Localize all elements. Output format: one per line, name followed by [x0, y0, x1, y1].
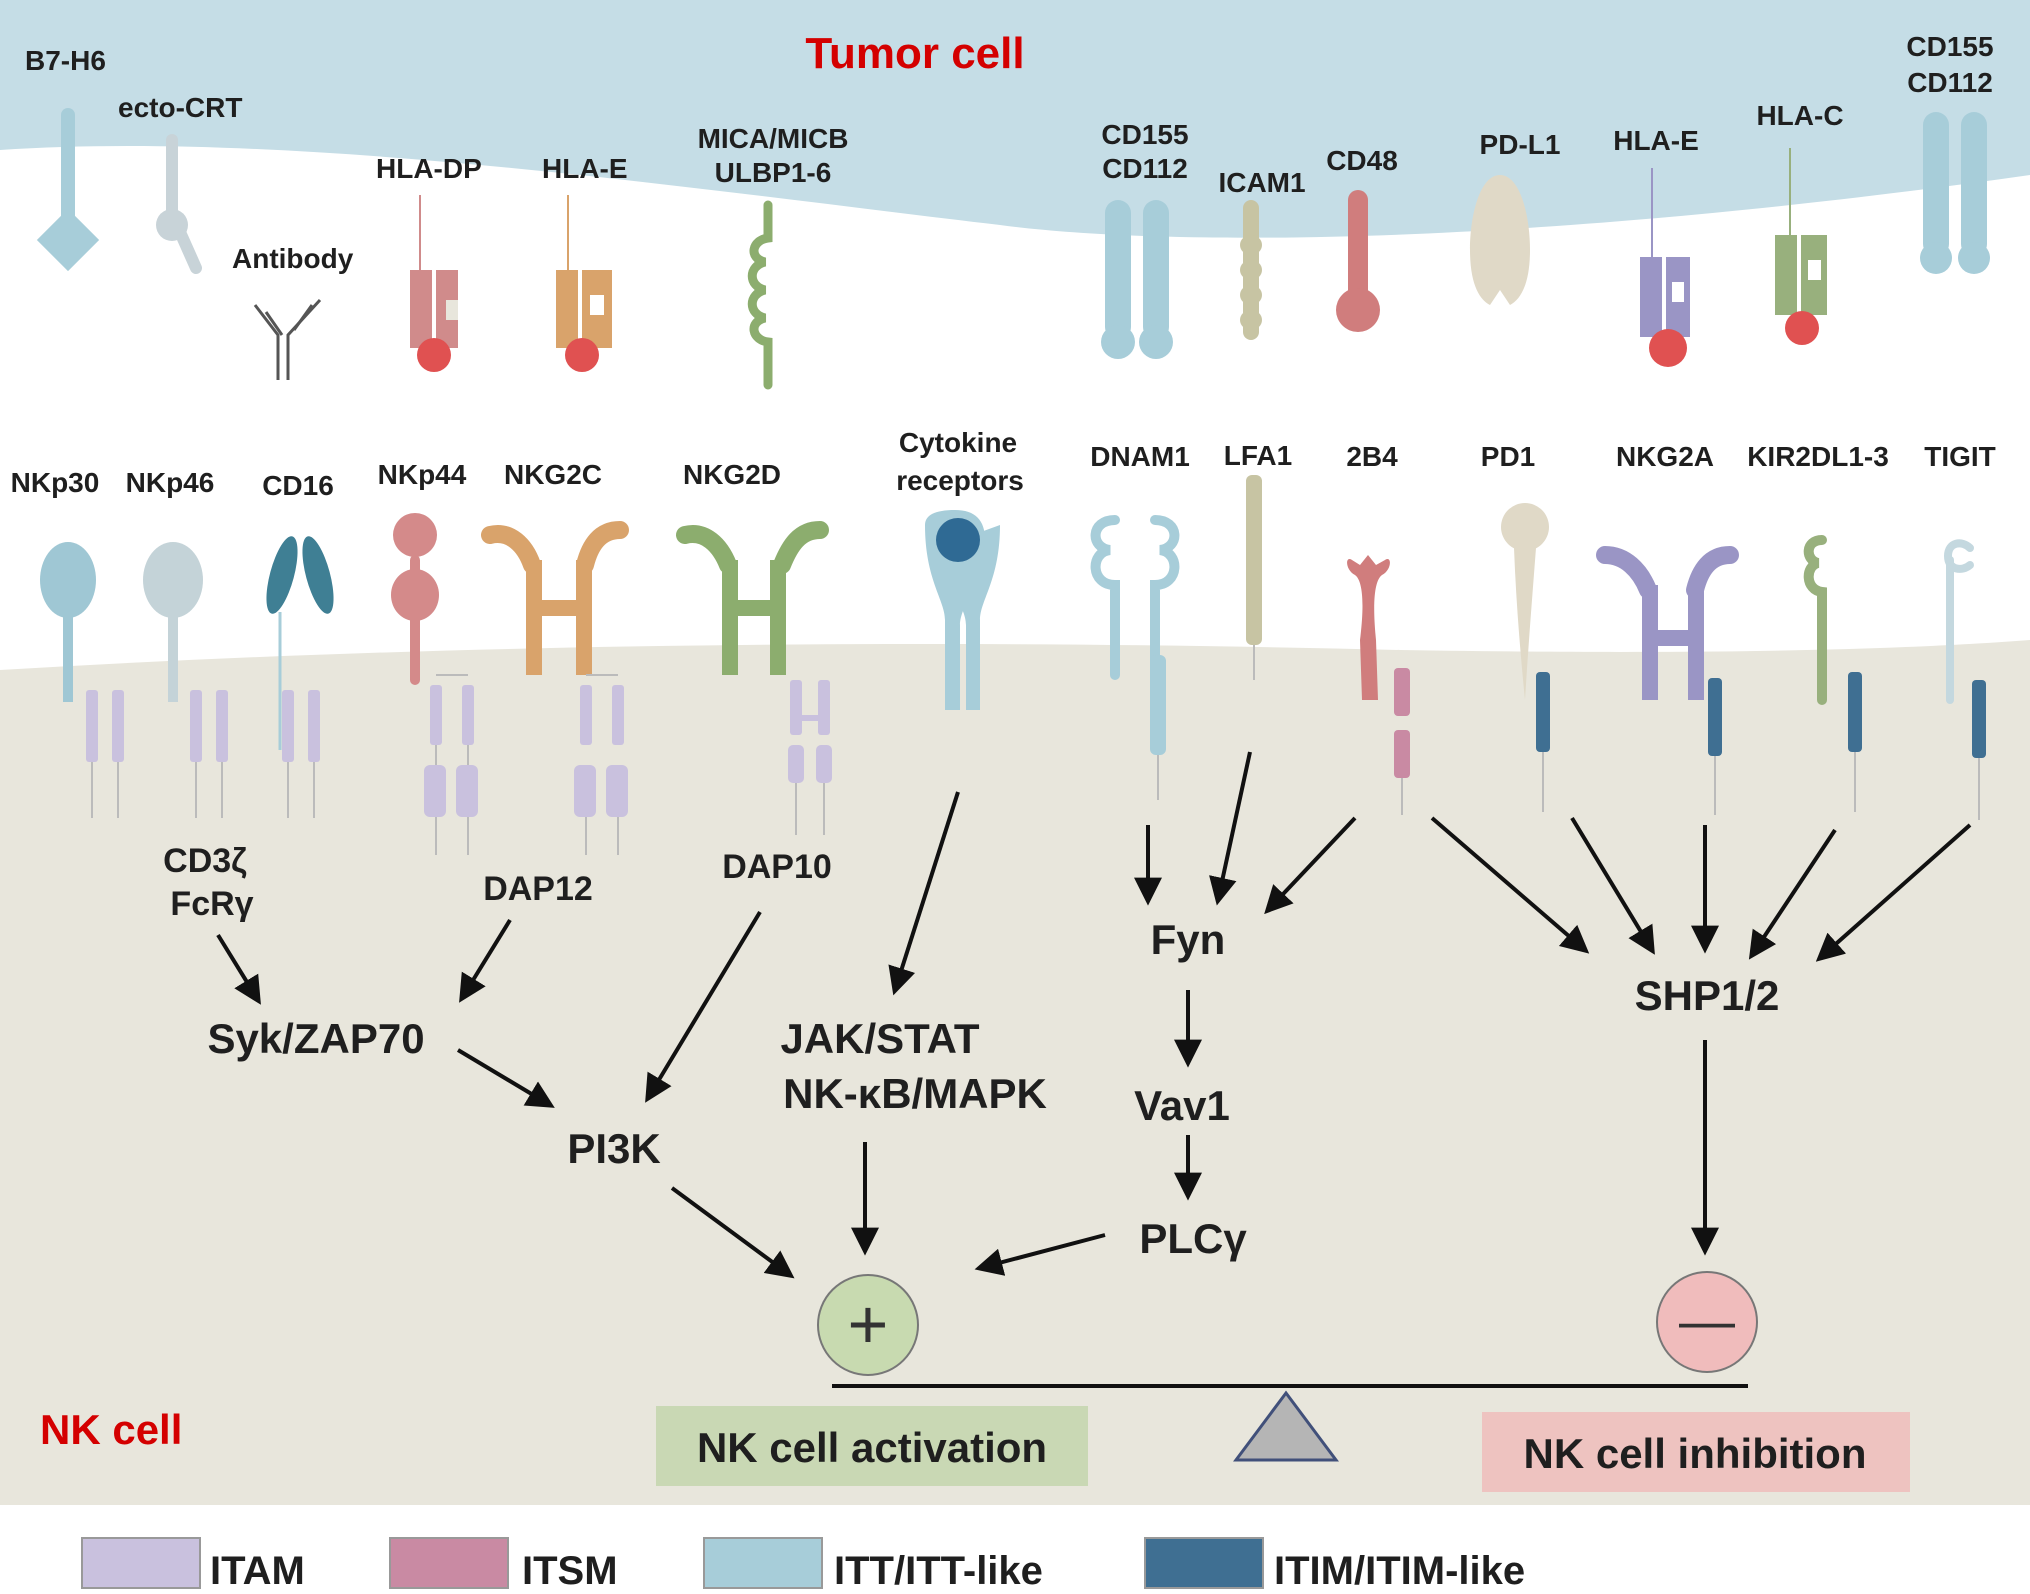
ligand-antibody: Antibody — [232, 243, 354, 380]
lfa1-label: LFA1 — [1224, 440, 1292, 471]
fcrg-label: FcRγ — [170, 885, 253, 923]
receptor-2b4: 2B4 — [1346, 441, 1410, 815]
ligand-hla-c: HLA-C — [1756, 100, 1844, 345]
legend-item-itsm: ITSM — [389, 1537, 618, 1593]
receptor-cd16: CD16 — [262, 470, 334, 818]
cd112-mid-label: CD112 — [1102, 153, 1188, 184]
nfkb-mapk-node: NK-κB/MAPK — [783, 1070, 1047, 1117]
cd112-right-label: CD112 — [1907, 67, 1993, 98]
jak-stat-node: JAK/STAT — [780, 1015, 979, 1062]
cd155-mid-label: CD155 — [1101, 119, 1188, 150]
ligand-ecto-crt: ecto-CRT — [118, 92, 242, 274]
receptor-nkg2c: NKG2C — [481, 459, 629, 855]
ligand-icam1: ICAM1 — [1218, 167, 1306, 340]
fyn-node: Fyn — [1151, 916, 1226, 963]
nk-cell-region — [0, 640, 2030, 1505]
mica-label-line1: MICA/MICB — [698, 123, 849, 154]
legend-item-itam: ITAM — [81, 1537, 305, 1593]
vav1-node: Vav1 — [1134, 1082, 1230, 1129]
dap12-label: DAP12 — [483, 870, 593, 908]
cd48-label: CD48 — [1326, 145, 1398, 176]
cd155-right-label: CD155 — [1906, 31, 1993, 62]
hla-c-label: HLA-C — [1756, 100, 1843, 131]
nkg2d-label: NKG2D — [683, 459, 781, 490]
icam1-label: ICAM1 — [1218, 167, 1305, 198]
legend-label-itam: ITAM — [210, 1549, 305, 1593]
legend: ITAM ITSM ITT/ITT-like ITIM/ITIM-like — [81, 1537, 1525, 1593]
syk-zap70-node: Syk/ZAP70 — [207, 1015, 424, 1062]
receptor-tigit: TIGIT — [1924, 441, 1996, 820]
ligand-hla-e-left: HLA-E — [542, 153, 628, 372]
legend-label-itt: ITT/ITT-like — [834, 1549, 1043, 1593]
inhibition-label: NK cell inhibition — [1524, 1430, 1867, 1477]
cd16-label: CD16 — [262, 470, 334, 501]
receptor-dnam1: DNAM1 — [1090, 441, 1190, 800]
pd-l1-label: PD-L1 — [1480, 129, 1561, 160]
kir2dl-label: KIR2DL1-3 — [1747, 441, 1889, 472]
pd1-label: PD1 — [1481, 441, 1535, 472]
hla-e-right-label: HLA-E — [1613, 125, 1699, 156]
balance-fulcrum — [1233, 1390, 1339, 1462]
receptor-nkp46: NKp46 — [126, 467, 228, 818]
legend-item-itt: ITT/ITT-like — [703, 1537, 1043, 1593]
activation-label: NK cell activation — [697, 1424, 1047, 1471]
hla-dp-label: HLA-DP — [376, 153, 482, 184]
nkp30-label: NKp30 — [11, 467, 100, 498]
cd3z-label: CD3ζ — [163, 842, 247, 880]
legend-label-itsm: ITSM — [522, 1549, 618, 1593]
nkp44-label: NKp44 — [378, 459, 467, 490]
nkp46-label: NKp46 — [126, 467, 215, 498]
dap10-label: DAP10 — [722, 848, 832, 886]
activation-box — [656, 1406, 1088, 1486]
receptor-nkg2a: NKG2A — [1596, 441, 1739, 815]
plus-circle: + — [817, 1274, 919, 1376]
nkg2c-label: NKG2C — [504, 459, 602, 490]
legend-label-itim: ITIM/ITIM-like — [1274, 1549, 1525, 1593]
2b4-label: 2B4 — [1346, 441, 1398, 472]
receptor-lfa1: LFA1 — [1224, 440, 1292, 680]
minus-circle: — — [1656, 1271, 1758, 1373]
legend-item-itim: ITIM/ITIM-like — [1144, 1537, 1525, 1593]
tumor-cell-title: Tumor cell — [805, 29, 1024, 78]
ligand-hla-dp: HLA-DP — [376, 153, 482, 372]
minus-symbol: — — [1679, 1289, 1735, 1352]
hla-e-left-label: HLA-E — [542, 153, 628, 184]
ligand-pd-l1: PD-L1 — [1470, 129, 1560, 305]
tigit-label: TIGIT — [1924, 441, 1996, 472]
ligand-cd155-cd112-mid: CD155 CD112 — [1101, 119, 1189, 359]
mica-label-line2: ULBP1-6 — [715, 157, 832, 188]
ligand-hla-e-right: HLA-E — [1613, 125, 1699, 367]
cytokine-label-line1: Cytokine — [899, 427, 1017, 458]
plcg-node: PLCγ — [1139, 1215, 1247, 1262]
b7h6-label: B7-H6 — [25, 45, 106, 76]
pi3k-node: PI3K — [567, 1125, 660, 1172]
receptor-nkp44: NKp44 — [378, 459, 478, 855]
cytokine-label-line2: receptors — [896, 465, 1024, 496]
inhibition-box — [1482, 1412, 1910, 1492]
tumor-cell-region — [0, 0, 2030, 238]
shp12-node: SHP1/2 — [1635, 972, 1780, 1019]
receptor-nkp30: NKp30 — [11, 467, 124, 818]
signaling-arrows — [216, 751, 1972, 1279]
ligand-mica-ulbp: MICA/MICB ULBP1-6 — [698, 123, 849, 390]
antibody-label: Antibody — [232, 243, 354, 274]
dnam1-label: DNAM1 — [1090, 441, 1190, 472]
receptor-cytokine: Cytokine receptors — [896, 427, 1024, 710]
receptor-nkg2d: NKG2D — [676, 459, 832, 835]
plus-symbol: + — [848, 1285, 889, 1363]
nk-cell-title: NK cell — [40, 1406, 182, 1453]
receptor-pd1: PD1 — [1481, 441, 1550, 812]
ligand-cd155-cd112-right: CD155 CD112 — [1906, 31, 1994, 274]
ecto-crt-label: ecto-CRT — [118, 92, 242, 123]
nkg2a-label: NKG2A — [1616, 441, 1714, 472]
ligand-cd48: CD48 — [1326, 145, 1398, 332]
receptor-kir2dl: KIR2DL1-3 — [1747, 441, 1889, 812]
